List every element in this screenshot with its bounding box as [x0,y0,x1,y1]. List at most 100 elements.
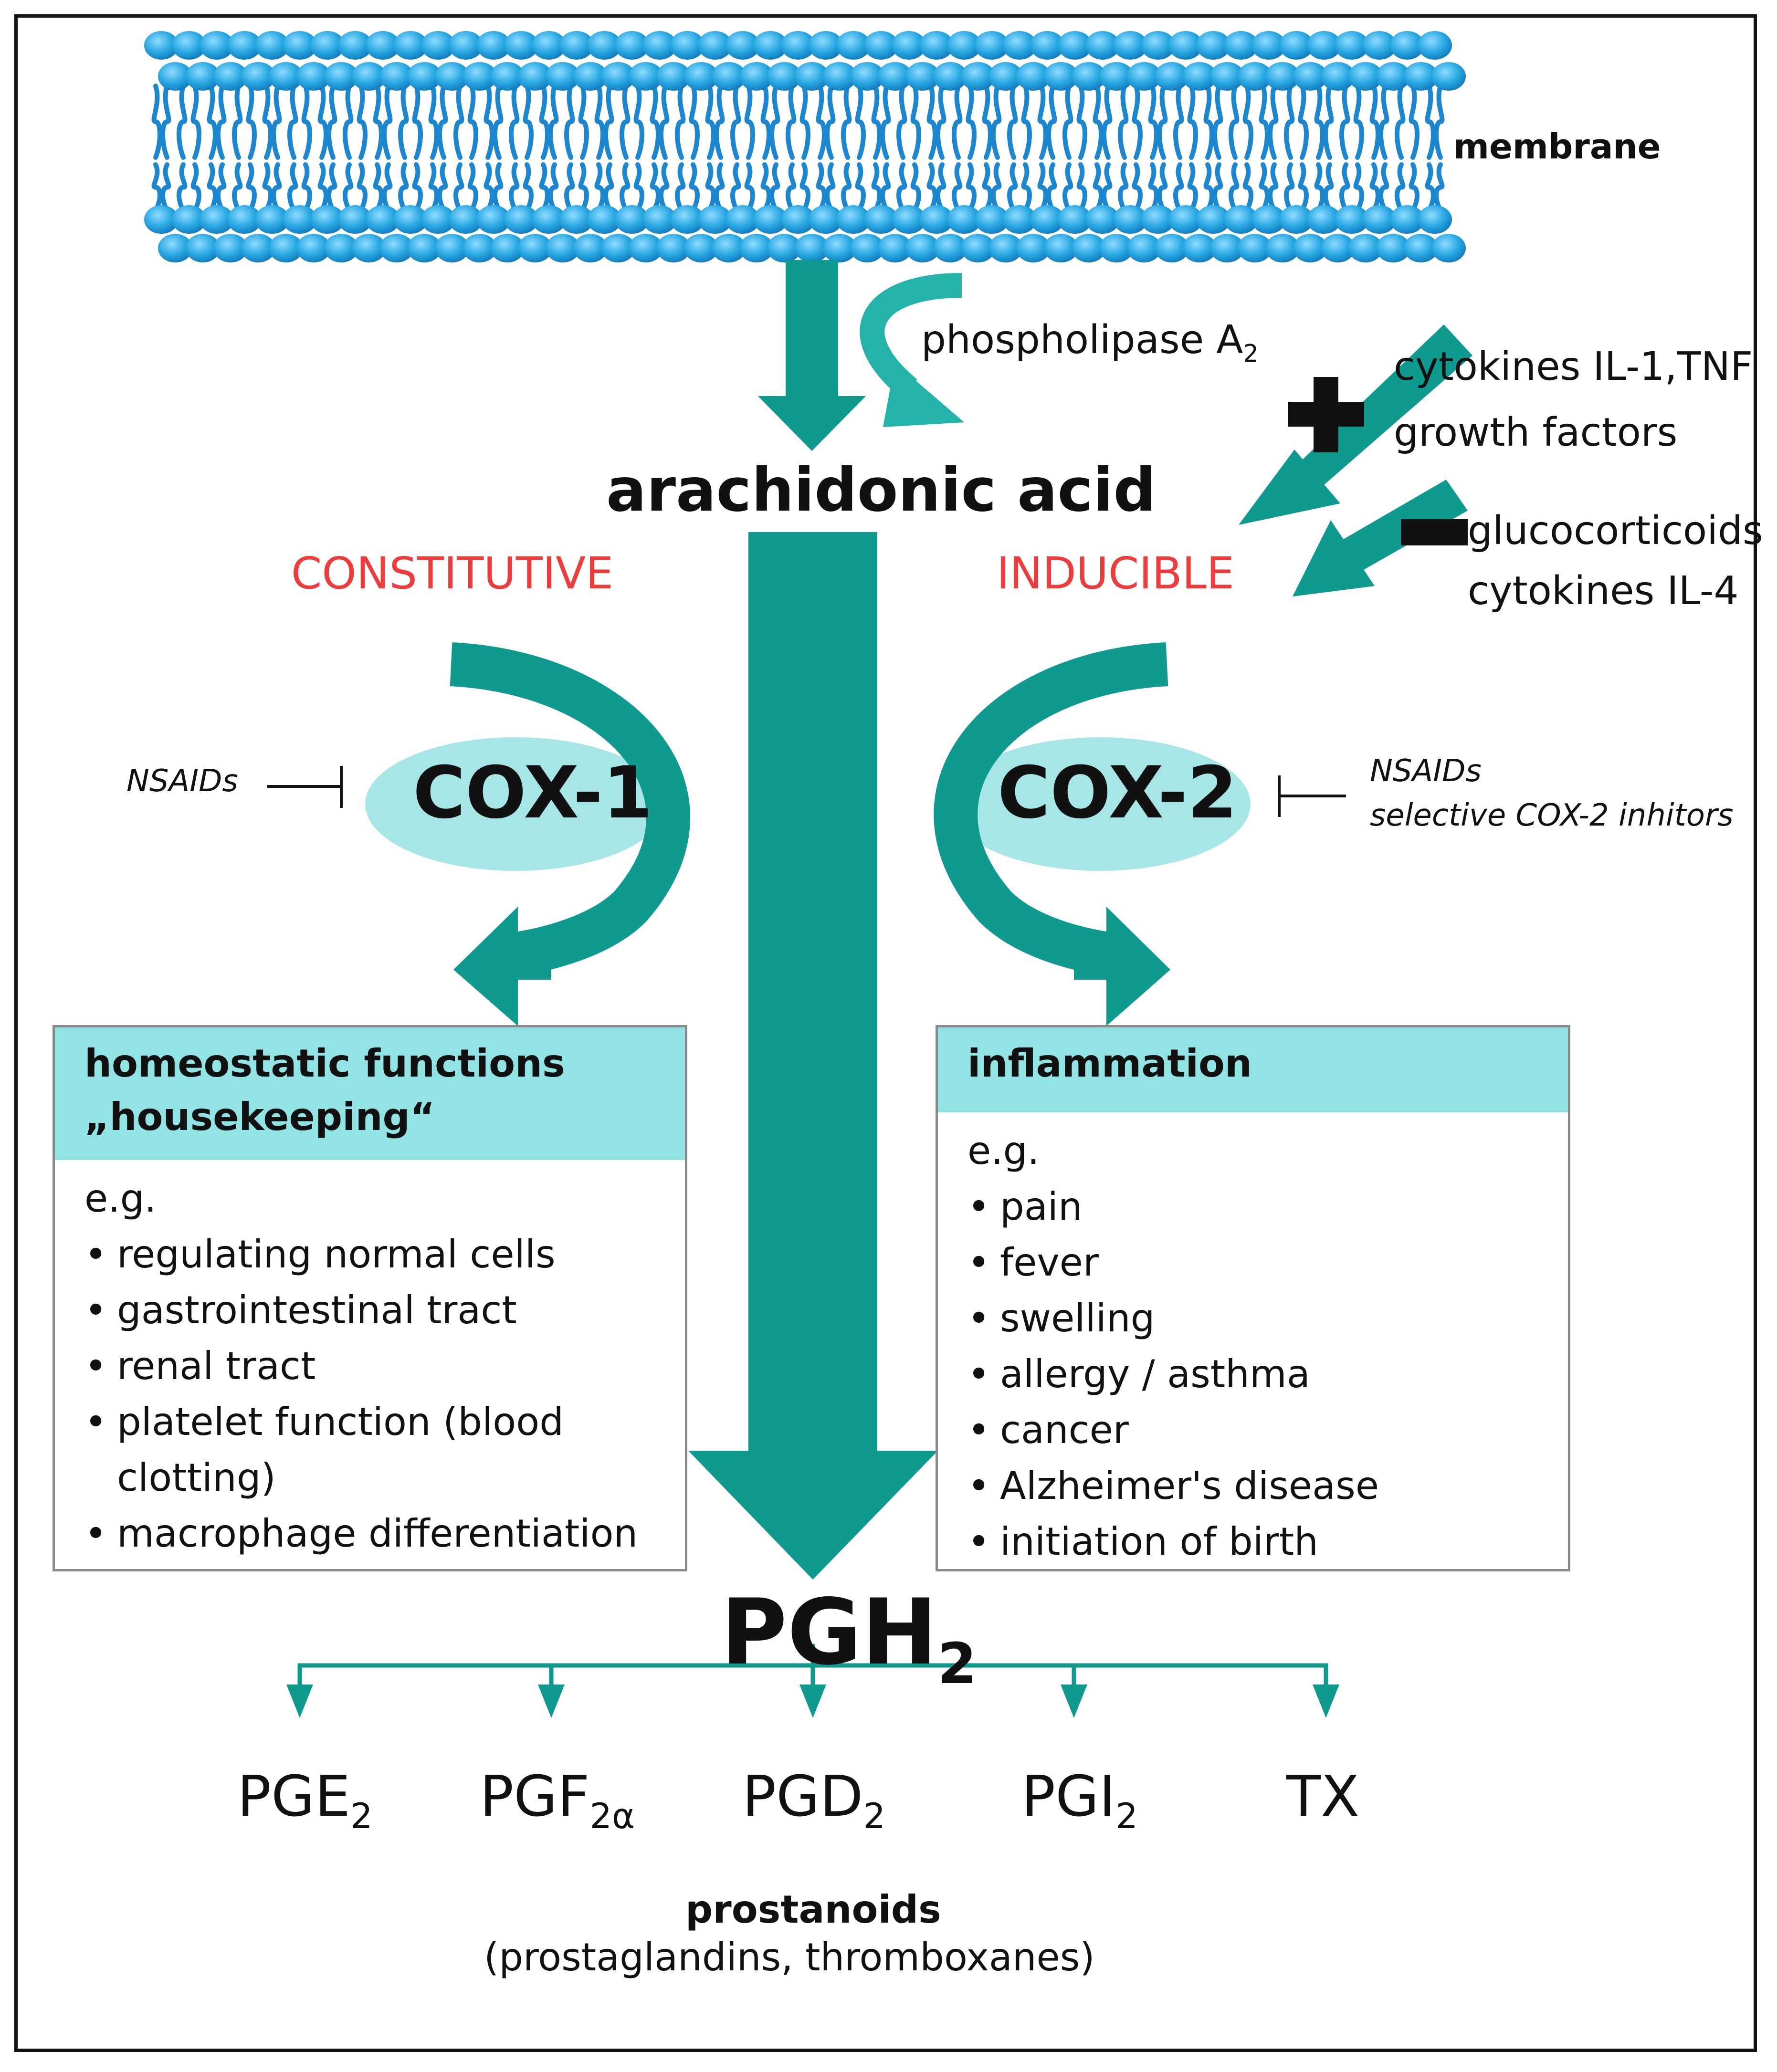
phospholipid-tail [1212,84,1223,160]
phospholipid-tail [991,162,1002,212]
phospholipid-tail [991,84,1002,160]
phospholipid-tail [1093,162,1104,212]
phospholipid-head [338,205,372,234]
phospholipid-head [421,31,455,60]
phospholipid-tail [730,84,741,160]
phospholipid-tail [799,162,810,212]
phospholipid-head [1127,234,1161,262]
phospholipid-tail [841,84,852,160]
cox2-inhibitor-item: NSAIDs [1370,753,1482,789]
phospholipid-tail [1132,162,1143,212]
phospholipid-tail [412,84,423,160]
product-pgd2: PGD2 [742,1763,885,1837]
phospholipid-tail [1203,84,1214,160]
phospholipid-head [407,62,442,91]
phospholipid-head [1182,62,1217,91]
phospholipid-head [767,62,801,91]
product-base: TX [1286,1763,1359,1829]
cox2-function-list: pain fever swelling allergy / asthma can… [967,1179,1538,1570]
phospholipid-head [1196,31,1230,60]
phospholipid-tail [326,84,337,160]
main-arrow [688,532,938,1580]
phospholipid-head [988,62,1023,91]
cox1-ellipse [365,737,666,871]
list-item: initiation of birth [967,1514,1538,1570]
phospholipid-head [975,31,1009,60]
pgh2-base: PGH [721,1580,938,1685]
phospholipid-tail [398,162,409,212]
phospholipid-tail [594,162,605,212]
phospholipid-head [1044,234,1078,262]
phospholipid-head [1224,31,1258,60]
phospholipid-tail [841,162,852,212]
phospholipid-tail [548,84,559,160]
phospholipid-head [1418,205,1452,234]
phospholipid-tail [926,84,937,160]
phospholipid-head [726,31,760,60]
phospholipid-head [269,62,303,91]
phospholipid-head [1099,62,1134,91]
phospholipid-tail [216,84,227,160]
phospholipid-head [712,234,746,262]
phospholipid-tail [246,162,257,212]
phospholipid-head [379,234,414,262]
phospholipid-tail [160,162,171,212]
phospholipid-head [1265,234,1300,262]
phospholipid-tail [1268,162,1279,212]
enzyme-name: phospholipase A [921,317,1243,363]
phospholipid-tail [1434,162,1445,212]
phospholipid-tail [1173,84,1184,160]
phospholipid-head [739,62,774,91]
cox1-header-line: „housekeeping“ [84,1095,435,1139]
phospholipid-head [213,62,248,91]
phospholipid-tail [523,84,534,160]
phospholipid-head [1085,205,1120,234]
product-subscript: 2 [350,1796,373,1837]
phospholipid-head [1072,62,1106,91]
phospholipid-head [753,31,788,60]
phospholipid-head [213,234,248,262]
phospholipid-tail [620,84,631,160]
phospholipid-tail [659,162,670,212]
phospholipid-tail [428,162,439,212]
phospholipid-tail [1203,162,1214,212]
phospholipid-tail [730,162,741,212]
cox2-curved-arrow [934,642,1170,1026]
product-base: PGD [742,1763,863,1829]
membrane-label: membrane [1453,126,1661,167]
phospholipid-head [518,62,552,91]
phospholipid-head [1016,62,1051,91]
phospholipid-tail [786,162,797,212]
phospholipid-tail [910,162,921,212]
cox2-inhibitor-item: selective COX-2 inhitors [1370,798,1734,833]
phospholipid-head [892,31,926,60]
phospholipid-head [463,62,497,91]
phospholipid-tail [357,84,368,160]
phospholipid-head [144,205,179,234]
phospholipid-tail [760,162,771,212]
phospholipid-tail [1076,84,1087,160]
phospholipid-tail [207,162,218,212]
phospholipid-head [1113,205,1147,234]
phospholipid-head [352,234,386,262]
phospholipid-head [1376,62,1410,91]
phospholipid-tail [705,162,716,212]
phospholipid-head [158,62,192,91]
list-item: fever [967,1235,1538,1290]
phospholipid-head [1431,62,1466,91]
phospholipid-head [366,31,400,60]
phospholipid-head [172,205,206,234]
phospholipid-tail [1242,84,1253,160]
phospholipid-head [559,205,594,234]
cox2-inhibitor-label: NSAIDs selective COX-2 inhitors [1370,749,1734,838]
list-item: platelet function (blood clotting) [84,1394,632,1506]
phospholipid-tail [262,84,273,160]
phospholipid-tail [689,84,700,160]
phospholipid-tail [453,84,464,160]
phospholipid-head [1030,205,1064,234]
phospholipid-tail [952,84,963,160]
cox2-inhibition-tbar [1278,775,1346,817]
phospholipid-tail [1353,84,1364,160]
phospholipid-head [269,234,303,262]
phospholipid-tail [982,84,993,160]
